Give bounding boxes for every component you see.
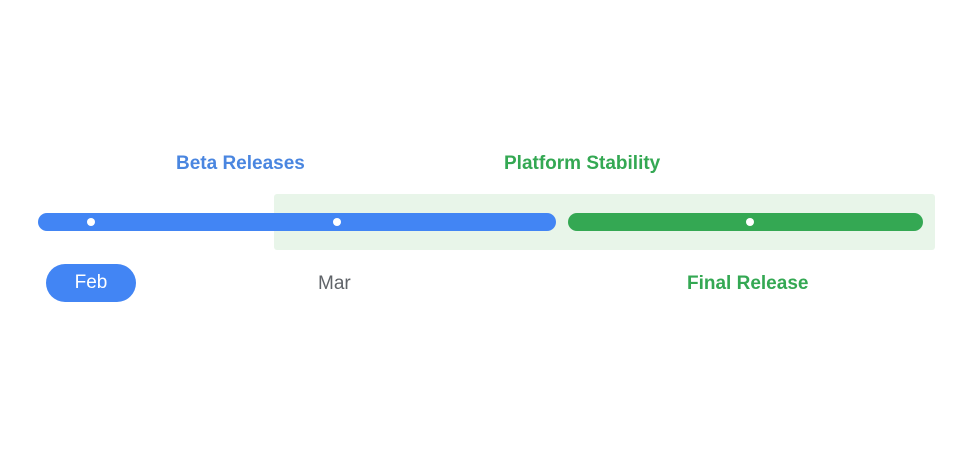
beta-releases-label: Beta Releases — [176, 153, 305, 174]
beta-track — [38, 213, 556, 231]
final-release-track — [568, 213, 923, 231]
mar-milestone-dot — [333, 218, 341, 226]
final-release-dot — [746, 218, 754, 226]
platform-stability-label: Platform Stability — [504, 153, 661, 174]
feb-milestone-button[interactable]: Feb — [46, 264, 136, 302]
final-release-label: Final Release — [687, 273, 809, 294]
feb-milestone-dot — [87, 218, 95, 226]
mar-milestone-label: Mar — [318, 273, 351, 294]
